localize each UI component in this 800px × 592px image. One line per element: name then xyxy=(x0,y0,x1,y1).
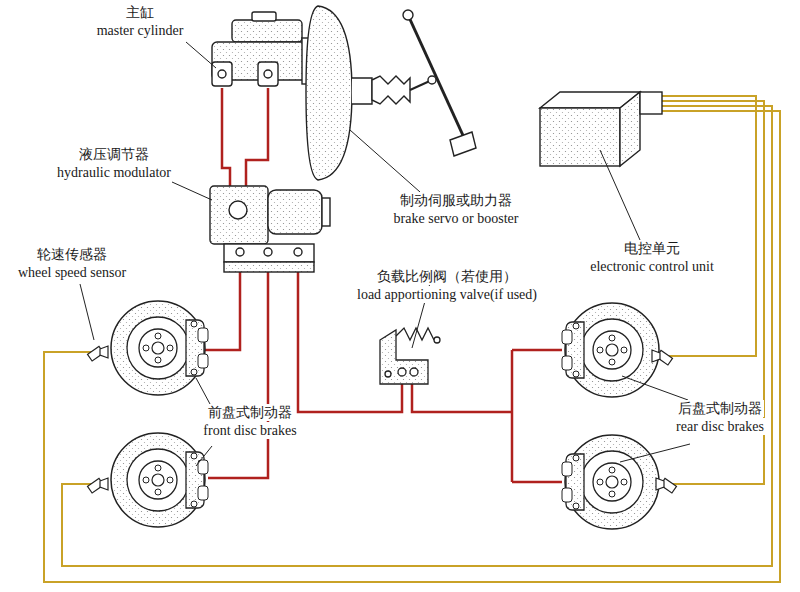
brake-lines-part xyxy=(412,382,512,412)
wheel-speed-sensors-part xyxy=(88,346,108,361)
brake-servo-part xyxy=(450,132,476,156)
leader-lines-part xyxy=(172,182,212,200)
hydraulic-modulator-part xyxy=(210,186,268,244)
leader-lines-part xyxy=(600,150,640,240)
brake-lines-part xyxy=(205,262,240,350)
part-name: brake servo or booster xyxy=(392,210,521,227)
part-name: 主缸 xyxy=(124,4,156,21)
electronic-control-unit-part xyxy=(620,92,640,166)
leader-lines-part xyxy=(186,42,216,68)
brake-servo-part xyxy=(428,76,436,84)
part-name: 制动伺服或助力器 xyxy=(398,192,514,209)
leader-lines xyxy=(80,42,690,466)
load-apportioning-valve-part xyxy=(410,368,418,376)
load-apportioning-valve-part xyxy=(434,337,440,343)
brake-servo-part xyxy=(372,76,410,104)
master-cylinder-part xyxy=(252,12,276,21)
part-name: 前盘式制动器 xyxy=(206,404,294,421)
part-name: rear disc brakes xyxy=(674,418,766,435)
brake-servo-part xyxy=(306,6,352,180)
rear-disc-brakes-part xyxy=(562,435,659,529)
hydraulic-modulator-part xyxy=(294,248,302,256)
leader-lines-part xyxy=(196,378,210,404)
hydraulic-modulator-part xyxy=(224,262,314,272)
front-disc-brakes-part xyxy=(111,301,208,395)
rear-disc-brakes xyxy=(562,303,659,529)
brake-lines-part xyxy=(511,350,514,482)
master-cylinder-part xyxy=(264,70,272,78)
hydraulic-modulator-part xyxy=(236,248,244,256)
brake-lines-part xyxy=(222,88,230,188)
part-name: wheel speed sensor xyxy=(16,264,128,281)
hydraulic-modulator xyxy=(210,186,330,272)
hydraulic-modulator-part xyxy=(224,244,314,262)
leader-lines-part xyxy=(350,130,420,192)
hydraulic-modulator-part xyxy=(322,198,330,226)
part-name: load apportioning valve(if used) xyxy=(355,286,539,303)
load-apportioning-valve-part xyxy=(385,371,391,377)
part-name: hydraulic modulator xyxy=(55,164,173,181)
brake-lines-part xyxy=(512,349,562,352)
brake-servo-part xyxy=(403,10,413,20)
master-cylinder-part xyxy=(218,70,226,78)
wheel-speed-sensors xyxy=(88,346,677,493)
part-name: front disc brakes xyxy=(201,422,298,439)
sensor-wires-part xyxy=(660,96,756,356)
part-name: 液压调节器 xyxy=(77,146,151,163)
leader-lines-part xyxy=(620,444,690,462)
part-name: 电控单元 xyxy=(622,240,682,257)
front-disc-brakes-part xyxy=(111,433,208,527)
leader-lines-part xyxy=(622,376,688,400)
brake-lines-part xyxy=(208,262,268,478)
part-name: 后盘式制动器 xyxy=(676,400,764,417)
wheel-speed-sensors-part xyxy=(652,350,672,365)
part-name: master cylinder xyxy=(95,22,186,39)
hydraulic-modulator-part xyxy=(229,201,247,219)
brake-servo-part xyxy=(408,15,466,142)
master-cylinder-part xyxy=(258,62,278,86)
brake-servo-part xyxy=(352,78,372,104)
leader-lines-part xyxy=(196,446,212,466)
part-name: 轮速传感器 xyxy=(35,246,109,263)
master-cylinder xyxy=(212,12,318,86)
rear-disc-brakes-part xyxy=(562,303,659,397)
brake-lines-part xyxy=(512,481,562,484)
front-disc-brakes xyxy=(111,301,208,527)
part-name: electronic control unit xyxy=(588,258,716,275)
hydraulic-modulator-part xyxy=(268,190,322,234)
master-cylinder-part xyxy=(212,62,232,86)
master-cylinder-part xyxy=(232,20,302,42)
brake-lines-part xyxy=(246,88,268,188)
leader-lines-part xyxy=(80,284,94,340)
hydraulic-modulator-part xyxy=(264,248,272,256)
part-name: 负载比例阀（若使用） xyxy=(375,268,519,285)
electronic-control-unit-part xyxy=(640,92,662,114)
wheel-speed-sensors-part xyxy=(656,478,676,493)
load-apportioning-valve xyxy=(380,328,440,384)
sensor-wires xyxy=(44,96,780,582)
electronic-control-unit-part xyxy=(540,108,620,166)
load-apportioning-valve-part xyxy=(398,368,406,376)
electronic-control-unit xyxy=(540,92,662,166)
wheel-speed-sensors-part xyxy=(88,478,108,493)
sensor-wires-part xyxy=(44,111,780,582)
brake-servo xyxy=(306,6,476,180)
